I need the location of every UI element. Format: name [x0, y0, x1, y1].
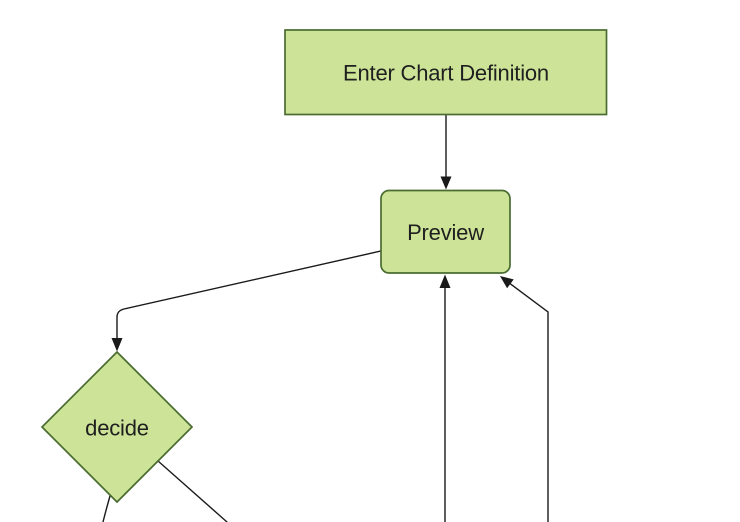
node-preview-label: Preview [407, 220, 484, 245]
node-layer: Enter Chart Definition Preview decide [40, 29, 608, 504]
node-decide-label: decide [85, 416, 149, 441]
node-enter-chart-definition-label: Enter Chart Definition [343, 61, 549, 86]
edge-decide-to-bottom-left [102, 495, 111, 522]
node-preview-shape [380, 189, 511, 274]
edge-bottom-right-to-preview-arrowhead-icon [500, 276, 514, 289]
node-decide: decide [40, 350, 194, 504]
node-decide-shape [40, 350, 194, 504]
edge-bottom-right-to-preview [509, 282, 549, 522]
edge-enter-chart-definition-to-preview-arrowhead-icon [440, 176, 452, 190]
edge-bottom-center-to-preview-arrowhead-icon [439, 274, 451, 288]
edge-preview-to-decide [116, 250, 382, 340]
node-preview: Preview [380, 189, 511, 274]
node-enter-chart-definition-shape [284, 29, 608, 116]
edge-decide-to-bottom-right [157, 460, 228, 522]
edge-preview-to-decide-arrowhead-icon [111, 338, 123, 352]
node-enter-chart-definition: Enter Chart Definition [284, 29, 608, 116]
edge-layer [102, 113, 549, 522]
